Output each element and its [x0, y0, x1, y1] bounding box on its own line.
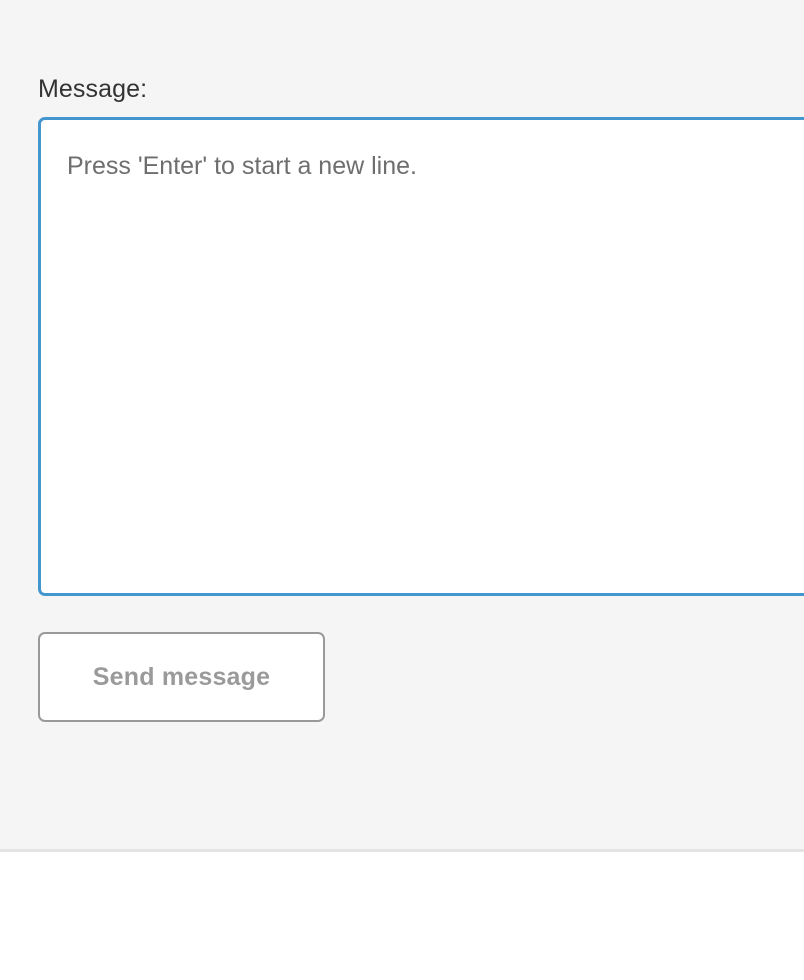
send-message-button[interactable]: Send message	[38, 632, 325, 722]
message-field-label: Message:	[38, 75, 148, 103]
message-input[interactable]	[38, 117, 804, 596]
message-input-wrapper	[38, 117, 804, 596]
panel-divider	[0, 849, 804, 852]
page-content-below	[0, 852, 804, 980]
message-composer-panel: Message: Send message	[38, 75, 804, 722]
